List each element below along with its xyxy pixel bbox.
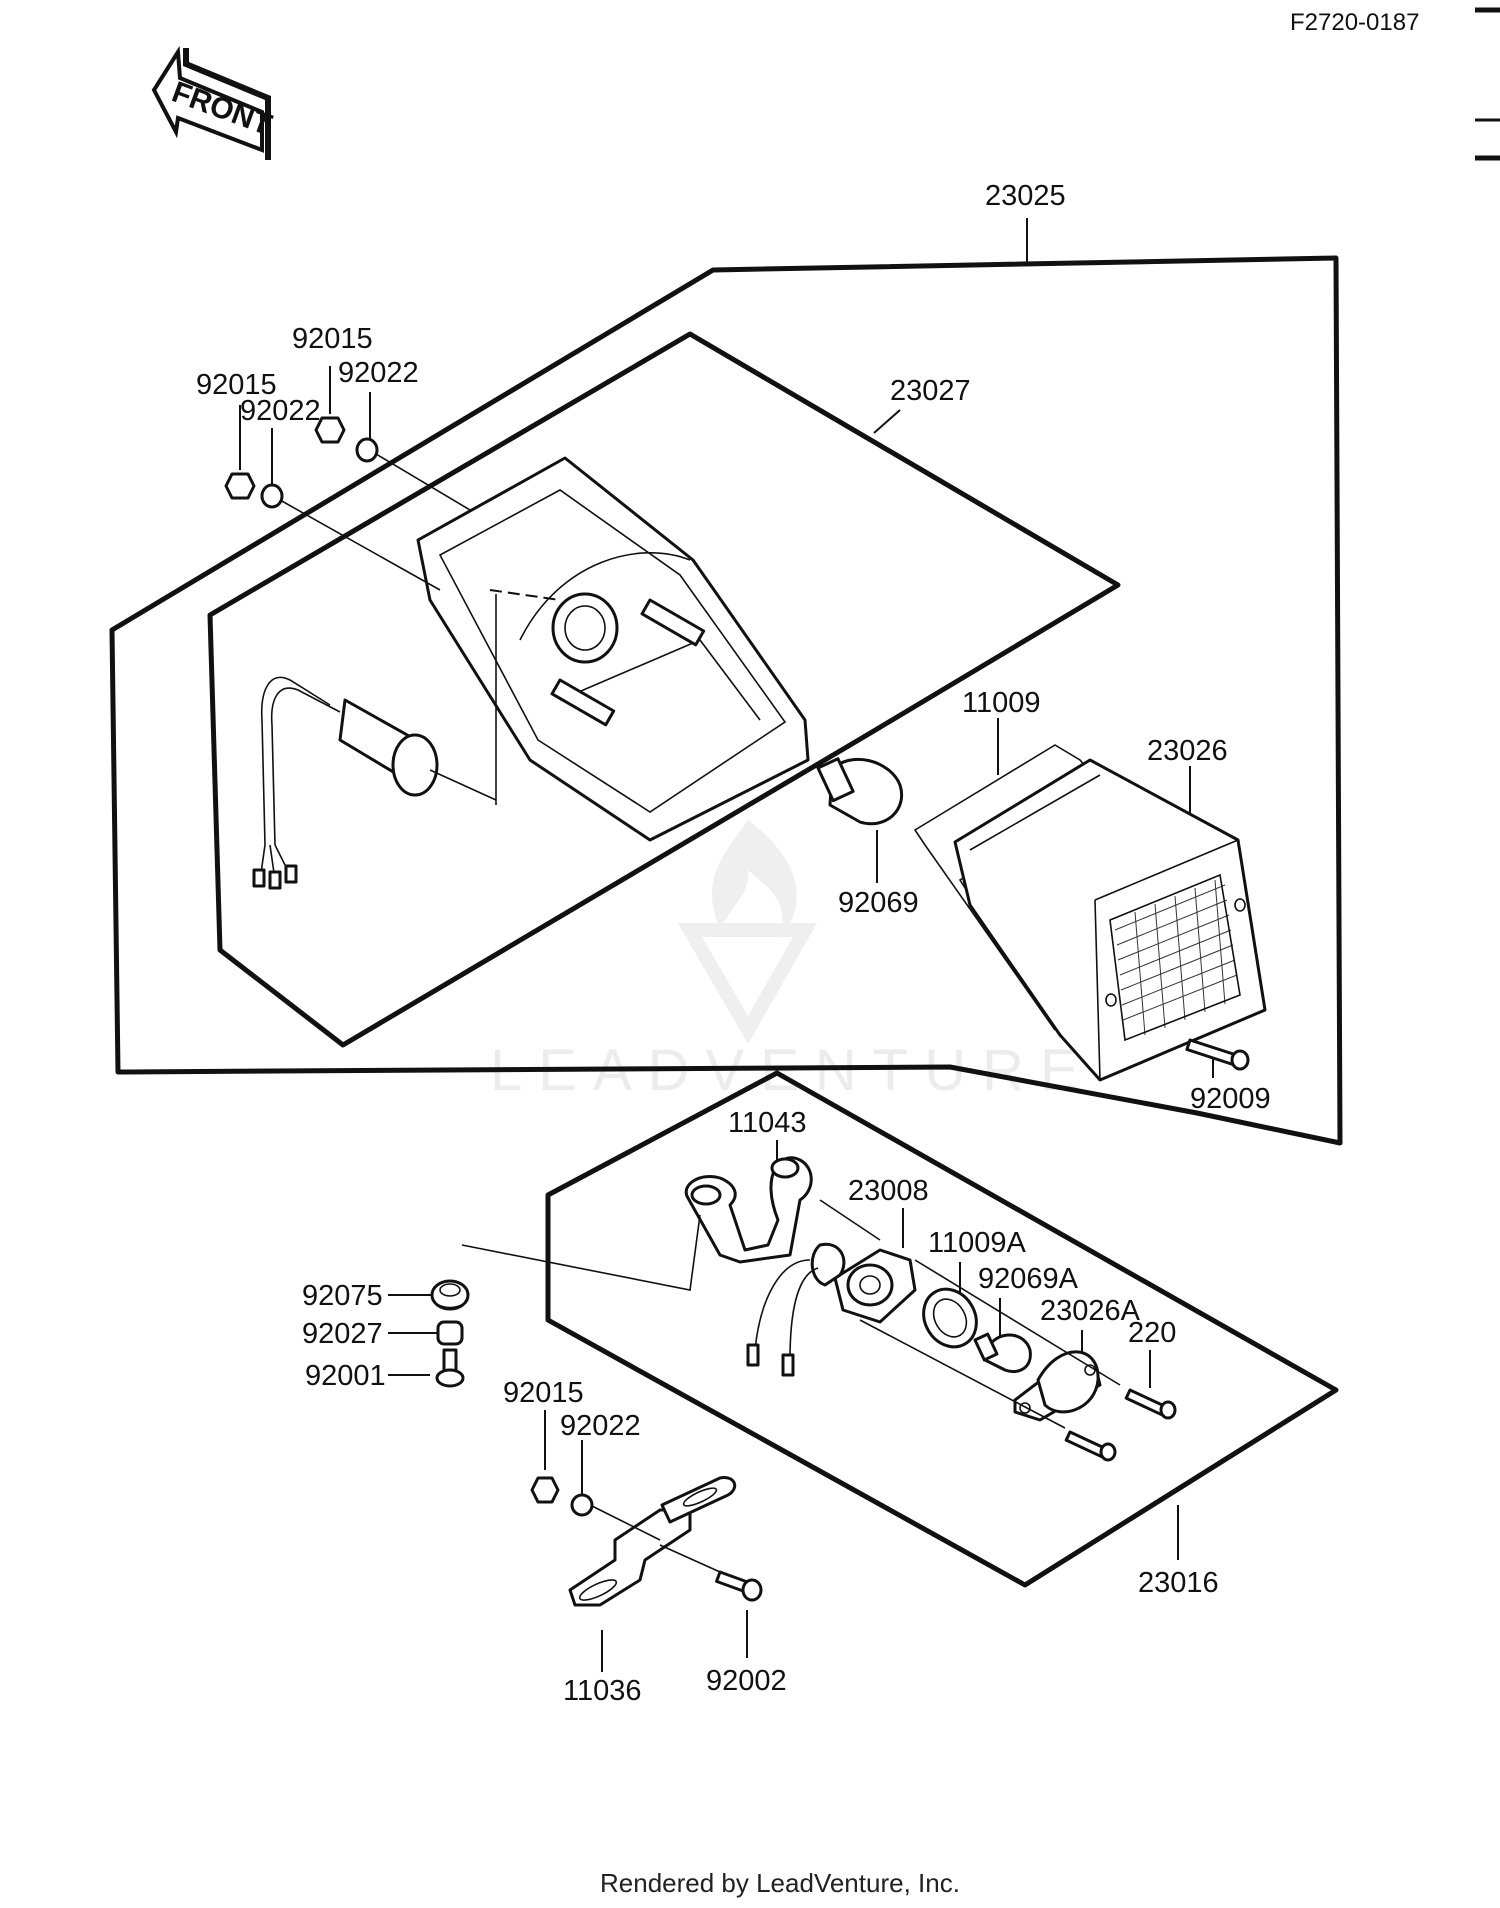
- callout-23027: 23027: [890, 375, 971, 407]
- bracket-11043: [684, 1156, 881, 1264]
- callout-23025: 23025: [985, 180, 1066, 212]
- callout-92009: 92009: [1190, 1083, 1271, 1115]
- callout-92075: 92075: [302, 1280, 383, 1312]
- callout-23026: 23026: [1147, 735, 1228, 767]
- callout-23026A: 23026A: [1040, 1295, 1141, 1327]
- callouts: 23025 23027 92015 92022 92015 92022 1100…: [196, 180, 1271, 1707]
- bracket-11036: [568, 1476, 737, 1607]
- grommet-stack: [430, 1214, 701, 1388]
- callout-92015-a: 92015: [292, 323, 373, 355]
- taillight-housing: [416, 456, 810, 842]
- bulb-92069: [816, 757, 903, 826]
- callout-11043: 11043: [728, 1107, 807, 1139]
- assembly-box-23016: [545, 1070, 1339, 1588]
- callout-92001: 92001: [305, 1360, 386, 1392]
- callout-92069: 92069: [838, 887, 919, 919]
- callout-11009: 11009: [962, 687, 1041, 719]
- callout-23016: 23016: [1138, 1567, 1219, 1599]
- bulb-92069A: [973, 1332, 1032, 1374]
- bulb-socket-wires: [252, 676, 497, 890]
- callout-23008: 23008: [848, 1175, 929, 1207]
- screw-220: [859, 1259, 1177, 1462]
- lens-23026: [953, 758, 1267, 1082]
- nuts-washers-top: [224, 416, 471, 591]
- assembly-box-23027: [207, 331, 1121, 1048]
- footer-text: Rendered by LeadVenture, Inc.: [600, 1868, 960, 1898]
- nuts-washers-lower: [530, 1476, 594, 1517]
- front-arrow-icon: FRONT: [151, 45, 276, 160]
- bolt-92002: [659, 1544, 763, 1602]
- callout-92022-a: 92022: [338, 357, 419, 389]
- callout-92015-b: 92015: [196, 369, 277, 401]
- callout-92002: 92002: [706, 1665, 787, 1697]
- callout-92022-c: 92022: [560, 1410, 641, 1442]
- callout-11009A: 11009A: [928, 1227, 1026, 1259]
- lens-cover-23026A: [1013, 1350, 1102, 1422]
- callout-92069A: 92069A: [978, 1263, 1079, 1295]
- screw-92009: [1185, 1038, 1250, 1071]
- gasket-11009A: [922, 1287, 978, 1349]
- assembly-box-23025: [109, 255, 1343, 1146]
- callout-92027: 92027: [302, 1318, 383, 1350]
- callout-92015-c: 92015: [503, 1377, 584, 1409]
- socket-23008: [746, 1242, 917, 1377]
- callout-220: 220: [1128, 1317, 1176, 1349]
- callout-92022-b: 92022: [240, 395, 321, 427]
- diagram-code: F2720-0187: [1290, 9, 1419, 36]
- callout-11036: 11036: [563, 1675, 642, 1707]
